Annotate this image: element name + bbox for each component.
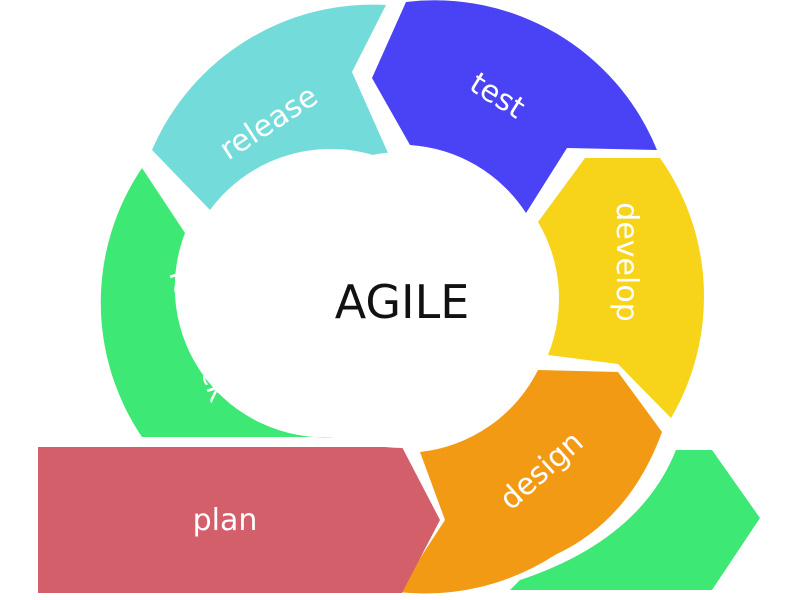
segment-plan	[38, 447, 440, 593]
segment-release	[152, 4, 392, 210]
phase-label-develop: develop	[609, 202, 644, 321]
continuation-arrow	[510, 450, 760, 590]
center-label: AGILE	[335, 275, 470, 329]
center-circle	[254, 152, 550, 448]
segment-test	[372, 0, 657, 214]
segment-design	[398, 370, 662, 594]
segment-develop	[538, 158, 705, 418]
phase-label-plan: plan	[193, 503, 258, 538]
segment-feedback	[100, 168, 335, 438]
